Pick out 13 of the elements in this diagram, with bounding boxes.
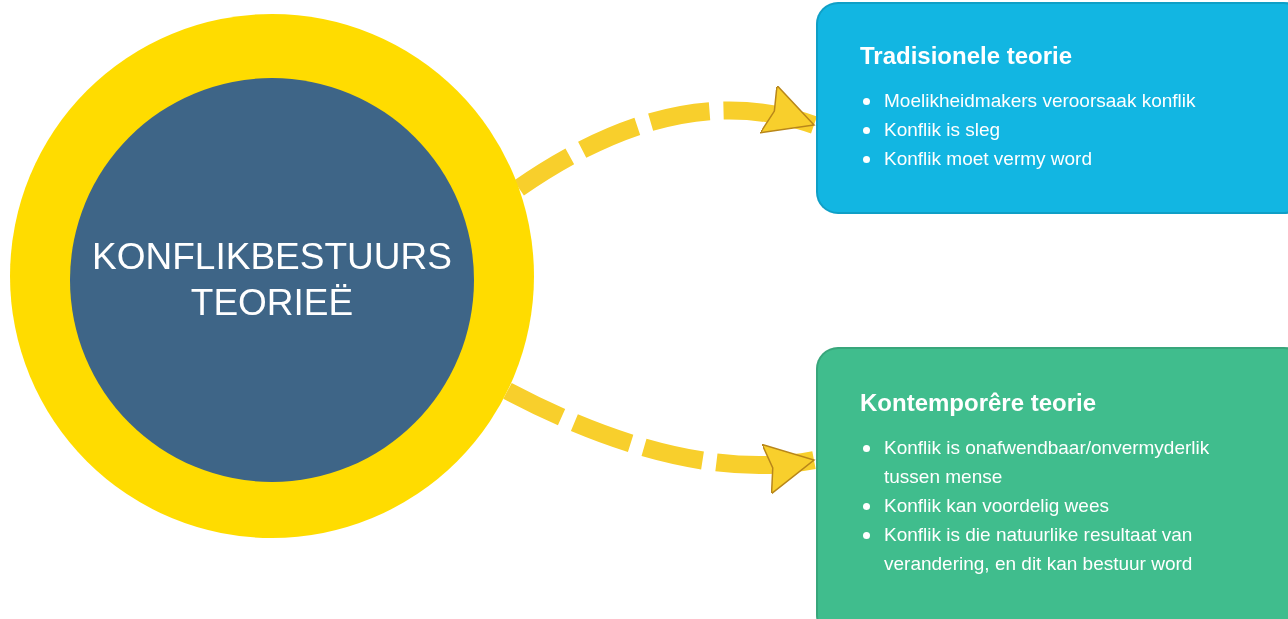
- theory-card: [816, 347, 1288, 619]
- card-heading: Tradisionele teorie: [860, 42, 1073, 70]
- theory-card: [816, 2, 1288, 214]
- curved-arrow: [503, 382, 816, 493]
- card-heading: Kontemporêre teorie: [860, 389, 1097, 417]
- bullet-item: Moelikheidmakers veroorsaak konflik: [860, 86, 1196, 115]
- bullet-item: Konflik moet vermy word: [860, 144, 1092, 173]
- bullet-item: Konflik is die natuurlike resultaat van verandering, en dit kan bestuur word: [860, 520, 1264, 578]
- bullet-item: Konflik is onafwendbaar/onvermyderlik tussen mense: [860, 433, 1264, 491]
- circle-title: KONFLIKBESTUURS TEORIEË: [91, 234, 453, 325]
- bullet-item: Konflik kan voordelig wees: [860, 491, 1109, 520]
- curved-arrow: [513, 86, 817, 196]
- bullet-item: Konflik is sleg: [860, 115, 1001, 144]
